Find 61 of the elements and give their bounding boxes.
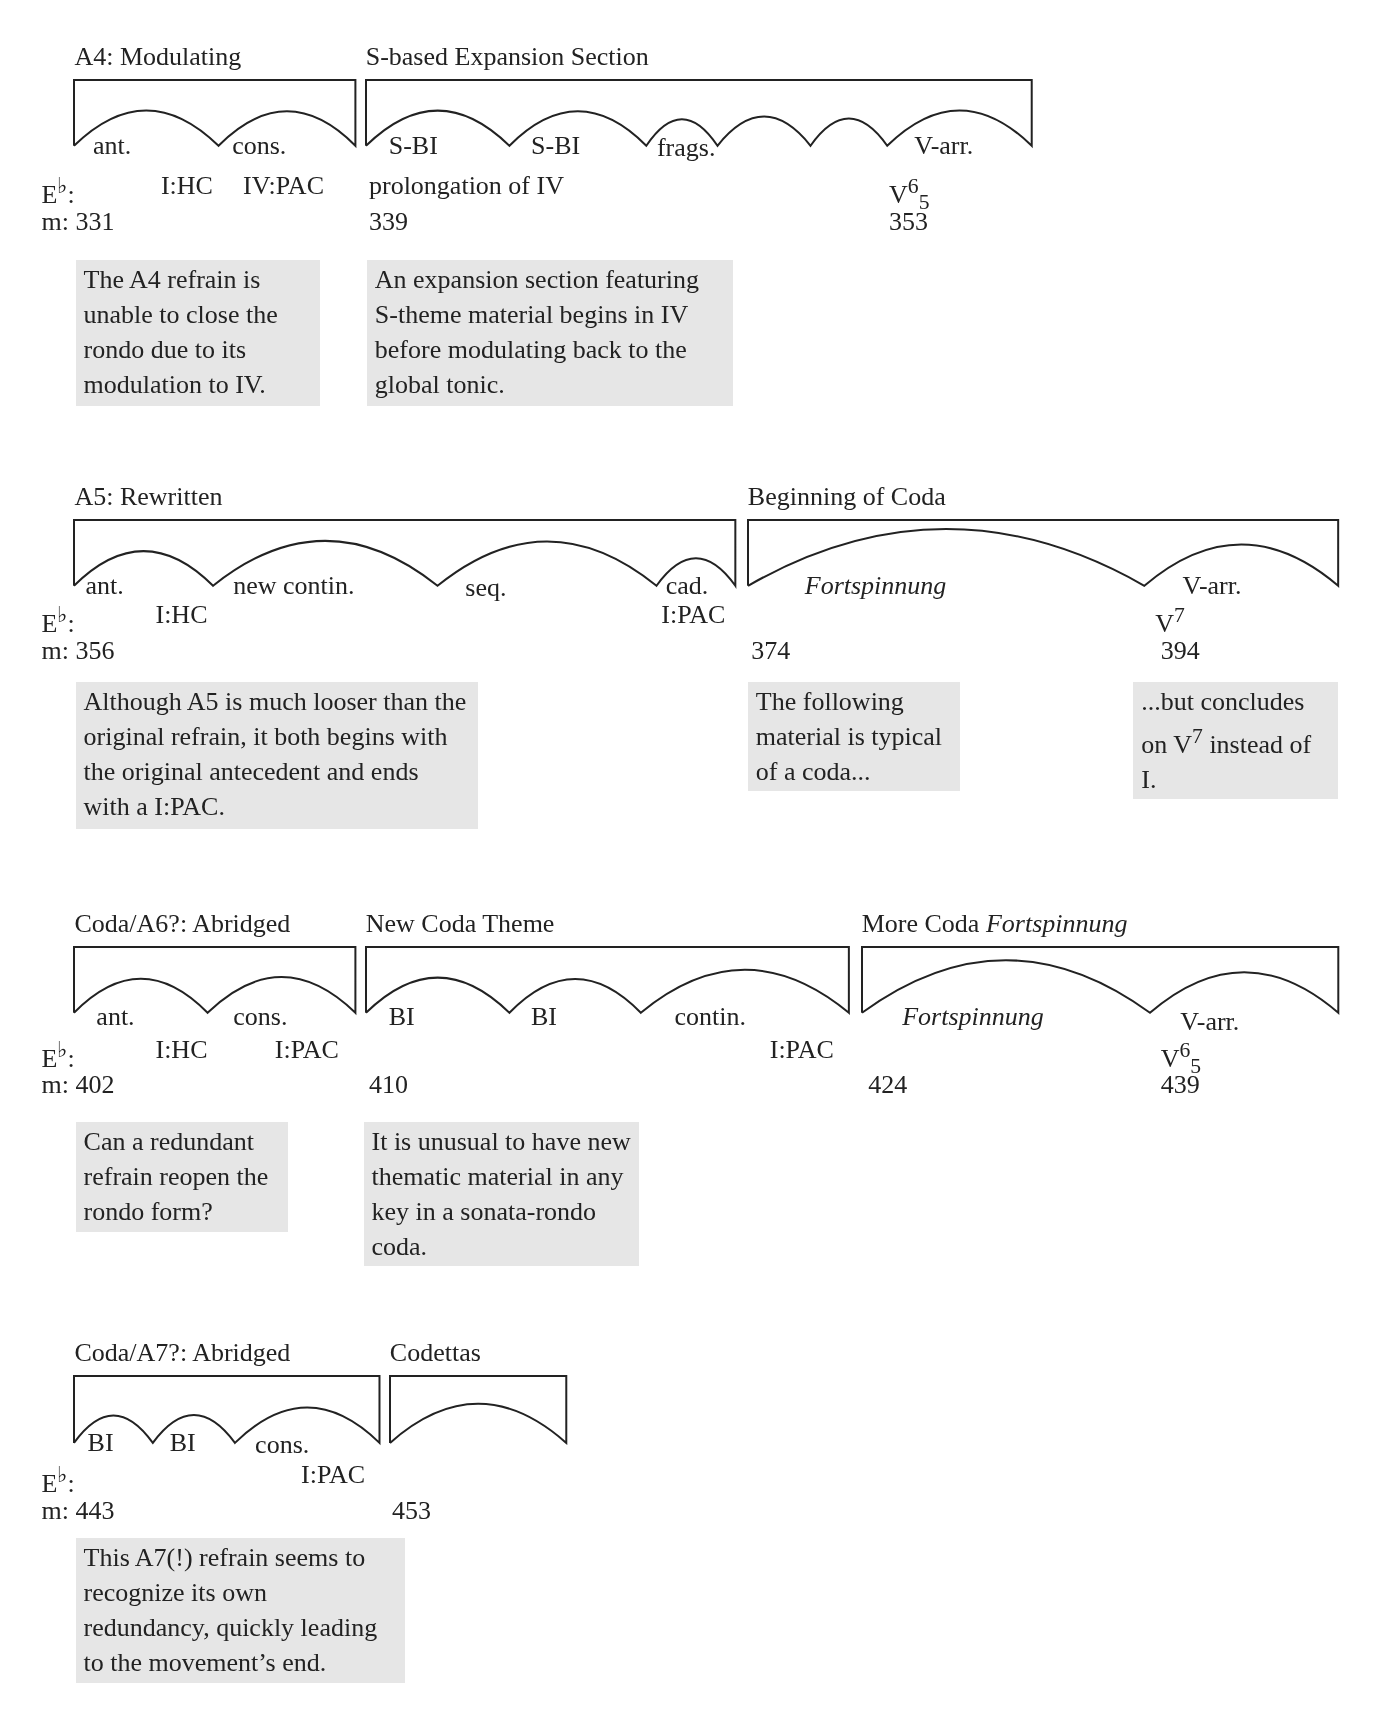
phrase-label: V-arr.: [1182, 570, 1242, 601]
comment-box: Can a redundant refrain reopen the rondo form?: [75, 1122, 288, 1232]
measure-number: m: 331: [41, 207, 115, 238]
chord-label: V$^{7}$: [1155, 602, 1185, 639]
phrase-label: BI: [169, 1428, 196, 1459]
phrase-label: S-BI: [388, 130, 438, 161]
cadence-label: I:PAC: [661, 600, 726, 631]
section-heading: A4: Modulating: [74, 41, 242, 72]
comment-box: This A7(!) refrain seems to recognize its own redundancy, quickly leading to the movement’s end.: [75, 1538, 406, 1683]
phrase-label: BI: [531, 1002, 558, 1033]
phrase-label: Fortspinnung: [804, 570, 947, 601]
phrase-label: V-arr.: [1180, 1006, 1240, 1037]
measure-number: m: 356: [41, 636, 115, 667]
harmony-label: prolongation of IV: [369, 171, 564, 202]
section-heading: More Coda Fortspinnung: [861, 908, 1128, 939]
cadence-label: I:HC: [155, 1035, 208, 1066]
phrase-label: frags.: [656, 132, 716, 163]
measure-number: 424: [868, 1070, 908, 1101]
measure-number: 410: [369, 1070, 408, 1101]
comment-box: ...but concludes on V$^{7}$ instead of I.: [1133, 682, 1338, 799]
key-label: E$^{♭}$:: [41, 602, 75, 639]
measure-number: 453: [392, 1496, 431, 1526]
comment-box: The A4 refrain is unable to close the rondo due to its modulation to IV.: [75, 259, 320, 407]
cadence-label: I:PAC: [274, 1035, 339, 1066]
phrase-label: cons.: [232, 130, 287, 161]
phrase-label: cons.: [255, 1430, 310, 1461]
phrase-label: ant.: [93, 130, 132, 161]
measure-number: 374: [751, 636, 791, 667]
phrase-label: BI: [87, 1428, 114, 1459]
phrase-label: cad.: [665, 570, 709, 601]
measure-number: 394: [1160, 636, 1200, 667]
section-heading: New Coda Theme: [365, 908, 555, 939]
measure-number: 339: [369, 207, 408, 238]
phrase-label: cons.: [233, 1002, 288, 1033]
comment-box: An expansion section featuring S-theme material begins in IV before modulating back to the global tonic.: [366, 259, 733, 407]
section-heading: A5: Rewritten: [74, 481, 223, 512]
cadence-label: IV:PAC: [243, 171, 324, 202]
phrase-label: new contin.: [233, 570, 355, 601]
section-heading: Beginning of Coda: [747, 481, 946, 512]
key-label: E$^{♭}$:: [41, 1461, 75, 1499]
phrase-label: BI: [388, 1002, 415, 1033]
comment-box: It is unusual to have new thematic material in any key in a sonata-rondo coda.: [363, 1122, 640, 1267]
phrase-label: Fortspinnung: [902, 1002, 1044, 1033]
phrase-label: S-BI: [531, 130, 581, 161]
cadence-label: I:HC: [160, 171, 213, 202]
phrase-label: ant.: [85, 570, 124, 601]
section-heading: Coda/A6?: Abridged: [74, 908, 291, 939]
phrase-label: seq.: [465, 572, 507, 603]
phrase-label: contin.: [674, 1002, 746, 1033]
cadence-label: I:PAC: [301, 1459, 366, 1490]
measure-number: m: 443: [41, 1496, 115, 1526]
phrase-label: ant.: [96, 1002, 135, 1033]
section-heading: S-based Expansion Section: [365, 41, 649, 72]
key-label: E$^{♭}$:: [41, 173, 75, 210]
section-heading: Coda/A7?: Abridged: [74, 1338, 291, 1368]
comment-box: Although A5 is much looser than the original refrain, it both begins with the original antecedent and ends with a I:PAC.: [75, 682, 479, 829]
cadence-label: I:HC: [155, 600, 208, 631]
comment-box: The following material is typical of a coda...: [747, 682, 961, 792]
section-heading: Codettas: [389, 1338, 481, 1368]
cadence-label: I:PAC: [769, 1035, 834, 1066]
phrase-label: V-arr.: [914, 130, 974, 161]
